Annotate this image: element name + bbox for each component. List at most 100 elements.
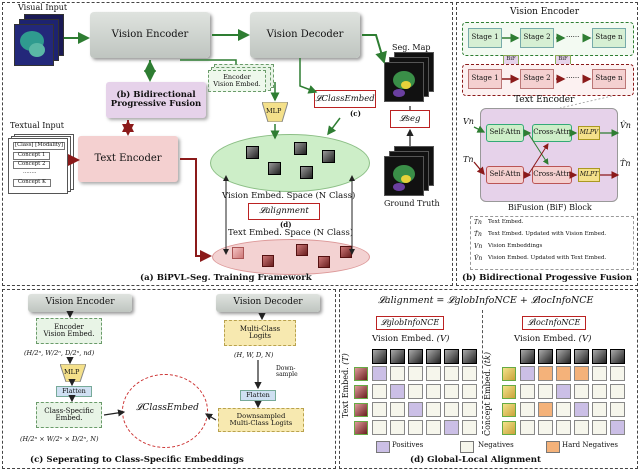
- text-space-label: Text Embed. Space (N Class): [228, 228, 354, 238]
- loc-grid-cell: [556, 420, 571, 435]
- glob-grid-row-cube: [354, 403, 368, 417]
- ground-truth-volume: [384, 146, 436, 198]
- vision-cube: [300, 166, 313, 179]
- loc-grid-cell: [538, 384, 553, 399]
- mlp-t-block: MLPT: [578, 168, 600, 182]
- panel-c-downsampled: Downsampled Multi-Class Logits: [218, 408, 304, 432]
- legend-text: Text Embed. Updated with Vision Embed.: [488, 231, 607, 237]
- glob-grid-cell: [408, 420, 423, 435]
- stage-ellipsis: ......: [566, 72, 580, 80]
- stage-label: Stage 2: [523, 33, 551, 42]
- textual-input-card: [Class] [Modality] Concept 1 Concept 2 .…: [8, 134, 74, 194]
- text-stage: Stage 2: [520, 69, 554, 89]
- loc-grid-cell: [610, 366, 625, 381]
- legend-sym: Vn: [474, 243, 483, 250]
- glob-loss-label: 𝓛globInfoNCE: [380, 317, 440, 327]
- loc-grid-vision-cube: [592, 349, 607, 364]
- enc-dims: (H/2ⁿ, W/2ⁿ, D/2ⁿ, nd): [24, 349, 95, 357]
- legend-text: Text Embed.: [488, 219, 524, 225]
- glob-grid-cell: [390, 384, 405, 399]
- loc-grid-cell: [538, 402, 553, 417]
- panel-d: [339, 289, 638, 469]
- text-card-line: Concept 1: [13, 152, 51, 160]
- text-encoder-box: Text Encoder: [78, 136, 178, 182]
- legend-sym: V̂n: [474, 255, 483, 262]
- legend-negatives: Negatives: [478, 441, 514, 449]
- mlp-t-label: MLPT: [579, 170, 599, 178]
- glob-grid-cell: [462, 402, 477, 417]
- vision-stage: Stage 1: [468, 28, 502, 48]
- glob-grid-cell: [444, 420, 459, 435]
- vision-cube: [322, 150, 335, 163]
- panel-c-vision-decoder-label: Vision Decoder: [233, 297, 303, 308]
- textual-input-label: Textual Input: [10, 121, 64, 130]
- flatten-left-label: Flatten: [62, 387, 86, 396]
- self-attn-label: Self-Attn: [489, 128, 521, 137]
- loc-grid-cell: [574, 420, 589, 435]
- panel-c-encoder-embed: Encoder Vision Embed.: [36, 318, 102, 344]
- visual-input-label: Visual Input: [18, 3, 68, 12]
- equation-divider: [482, 310, 483, 434]
- loc-grid-cell: [610, 384, 625, 399]
- cross-attn-label: Cross-Attn: [533, 128, 571, 137]
- glob-grid-cell: [462, 384, 477, 399]
- loc-grid-cell: [592, 420, 607, 435]
- loc-grid-vision-cube: [610, 349, 625, 364]
- bpf-box: (b) Bidirectional Progressive Fusion: [106, 82, 206, 118]
- text-card-line: Concept 2: [13, 161, 51, 169]
- legend-positives-swatch: [376, 441, 390, 453]
- panel-b-vision-encoder-label: Vision Encoder: [510, 7, 580, 17]
- vision-decoder-box: Vision Decoder: [250, 12, 360, 58]
- vision-sym: (V): [578, 334, 592, 344]
- v-out-label: V̂n: [620, 121, 631, 130]
- loc-grid-row-cube: [502, 421, 516, 435]
- panel-c-flatten-right: Flatten: [240, 390, 276, 401]
- text-card-line: [Class] [Modality]: [13, 142, 65, 150]
- panel-c-vision-encoder-label: Vision Encoder: [45, 297, 115, 308]
- vision-sym: (V): [436, 334, 450, 344]
- seg-map-label: Seg. Map: [392, 43, 431, 52]
- stage-label: Stage n: [595, 33, 623, 42]
- loss-class-embed-box: 𝓛ClassEmbed: [314, 90, 376, 108]
- panel-b-legend: [470, 216, 634, 270]
- glob-grid-row-cube: [354, 421, 368, 435]
- seg-map-volume: [384, 52, 436, 104]
- glob-grid-row-cube: [354, 385, 368, 399]
- legend-text: Vision Embed. Updated with Text Embed.: [488, 255, 607, 261]
- stage-label: Stage n: [595, 74, 623, 83]
- loc-grid-cell: [520, 366, 535, 381]
- vision-embed-label-right: Vision Embed. (V): [514, 335, 591, 344]
- glob-grid-cell: [426, 384, 441, 399]
- glob-grid-cell: [390, 420, 405, 435]
- panel-c-caption: (c) Seperating to Class-Specific Embeddi…: [30, 455, 244, 465]
- loss-class-embed-label: 𝓛ClassEmbed: [315, 93, 375, 104]
- panel-c-class-specific: Class-Specific Embed.: [36, 402, 102, 428]
- logits-label: Multi-Class Logits: [239, 324, 281, 340]
- legend-negatives-swatch: [460, 441, 474, 453]
- loc-grid-cell: [538, 420, 553, 435]
- glob-grid-cell: [426, 366, 441, 381]
- loc-grid-row-cube: [502, 385, 516, 399]
- glob-grid-cell: [426, 420, 441, 435]
- loc-grid-vision-cube: [538, 349, 553, 364]
- text-stage: Stage 1: [468, 69, 502, 89]
- loc-loss-label: 𝓛locInfoNCE: [527, 317, 581, 327]
- cs-dims: (H/2ⁿ × W/2ⁿ × D/2ⁿ, N): [20, 435, 99, 443]
- glob-grid-cell: [372, 366, 387, 381]
- glob-grid-cell: [462, 420, 477, 435]
- vision-decoder-label: Vision Decoder: [266, 28, 344, 40]
- vision-embed-text: Vision Embed.: [514, 334, 576, 344]
- mlp-v-block: MLPV: [578, 126, 600, 140]
- glob-grid-vision-cube: [372, 349, 387, 364]
- text-stage: Stage n: [592, 69, 626, 89]
- bif-block: [480, 108, 618, 202]
- loc-grid-cell: [556, 366, 571, 381]
- glob-grid-vision-cube: [408, 349, 423, 364]
- loss-alignment-tag: (d): [280, 220, 292, 229]
- glob-grid-row-cube: [354, 367, 368, 381]
- alignment-equation: 𝓛alignment = 𝓛globInfoNCE + 𝓛locInfoNCE: [378, 295, 594, 306]
- vision-embed-space: [210, 134, 370, 192]
- legend-sym: Tn: [474, 219, 482, 226]
- glob-grid-cell: [444, 384, 459, 399]
